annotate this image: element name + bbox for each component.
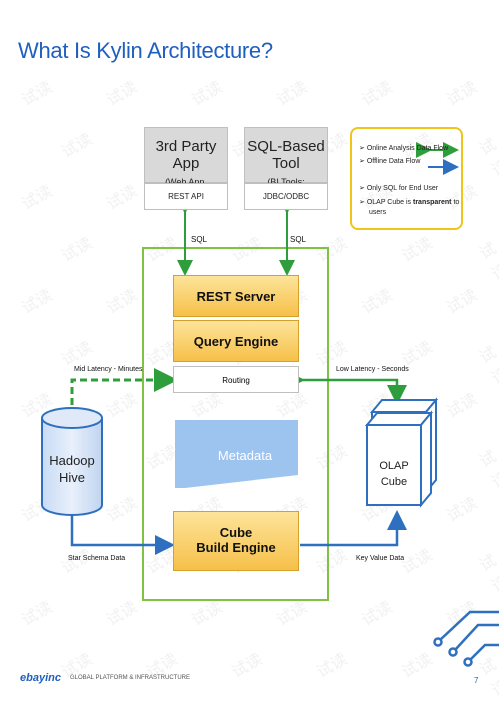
- cube-build-engine-line1: Cube: [219, 525, 253, 540]
- legend-olap-line2: users: [369, 209, 387, 216]
- mid-latency-label: Mid Latency - Minutes: [74, 366, 143, 373]
- olap-label: OLAP: [379, 460, 409, 472]
- legend-olap-prefix: OLAP Cube is: [366, 199, 413, 206]
- hadoop-hive-label: Hadoop Hive: [42, 452, 102, 486]
- sql-left-label: SQL: [191, 235, 208, 244]
- star-schema-label: Star Schema Data: [68, 555, 126, 562]
- hive-label: Hive: [58, 470, 85, 485]
- key-value-label: Key Value Data: [356, 555, 405, 562]
- olap-cube-label: OLAP Cube: [367, 458, 421, 490]
- legend-online-text: Online Analysis Data Flow: [366, 145, 449, 152]
- third-party-app-title: 3rd Party App: [155, 138, 217, 172]
- star-schema-arrow: [70, 515, 175, 555]
- low-latency-arrow: [285, 370, 407, 405]
- hadoop-label: Hadoop: [49, 453, 95, 468]
- rest-api-box: REST API: [144, 183, 228, 210]
- low-latency-label: Low Latency - Seconds: [336, 366, 409, 373]
- sql-tool-title: SQL-Based Tool: [247, 138, 325, 172]
- legend-olap-bold: transparent: [413, 199, 452, 206]
- legend-olap-transparent: ➢ OLAP Cube is transparent to: [359, 199, 460, 206]
- rest-server-box: REST Server: [173, 275, 299, 317]
- slide-title: What Is Kylin Architecture?: [18, 38, 273, 63]
- cube-label: Cube: [380, 476, 408, 488]
- legend-offline: ➢ Offline Data Flow: [359, 158, 421, 165]
- legend-olap-suffix: to: [451, 199, 460, 206]
- cube-build-engine-box: Cube Build Engine: [173, 511, 299, 571]
- kylin-boundary: [142, 247, 329, 601]
- mid-latency-arrow: [70, 368, 178, 405]
- hadoop-cylinder: [41, 407, 103, 516]
- metadata-shape: [175, 420, 298, 488]
- cube-build-engine-line2: Build Engine: [196, 540, 276, 555]
- legend-only-sql-text: Only SQL for End User: [366, 185, 439, 192]
- third-party-app-box: 3rd Party App (Web App, Mobile…): [144, 127, 228, 197]
- routing-box: Routing: [173, 366, 299, 393]
- legend-box: ➢ Online Analysis Data Flow ➢ Offline Da…: [350, 127, 463, 230]
- olap-cubes: [364, 397, 439, 508]
- legend-only-sql: ➢ Only SQL for End User: [359, 185, 439, 192]
- legend-offline-text: Offline Data Flow: [366, 158, 421, 165]
- query-engine-box: Query Engine: [173, 320, 299, 362]
- key-value-arrow: [300, 510, 407, 547]
- sql-tool-box: SQL-Based Tool (BI Tools: Tableau…): [244, 127, 328, 197]
- sql-right-label: SQL: [290, 235, 307, 244]
- metadata-label: Metadata: [217, 448, 273, 463]
- ebay-logo: ebayinc: [20, 672, 61, 684]
- jdbc-odbc-box: JDBC/ODBC: [244, 183, 328, 210]
- footer-tagline: GLOBAL PLATFORM & INFRASTRUCTURE: [70, 675, 191, 681]
- page-number: 7: [474, 676, 479, 685]
- legend-online: ➢ Online Analysis Data Flow: [359, 145, 449, 152]
- circuit-decoration: [433, 610, 499, 667]
